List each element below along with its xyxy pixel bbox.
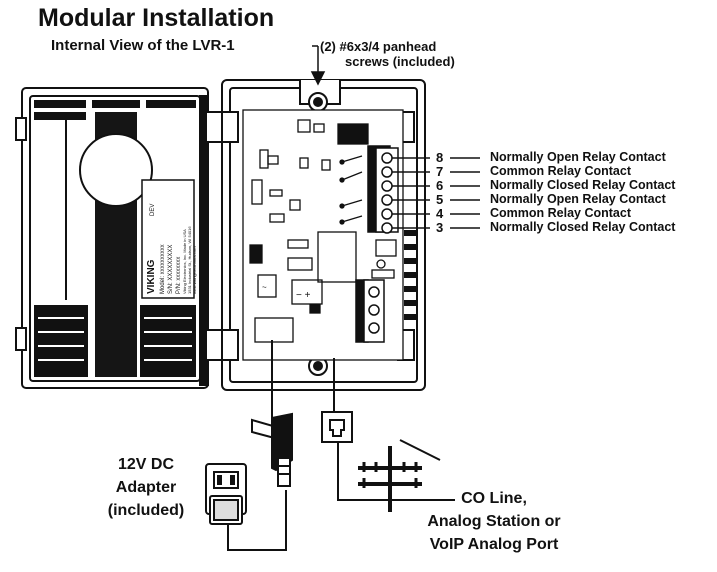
terminal-leader-lines: [392, 157, 480, 229]
svg-text:~: ~: [262, 283, 267, 292]
sticker-address: 1531 Industrial St., Hudson, WI 54016: [187, 226, 192, 294]
brand-logo: VIKING: [146, 259, 157, 294]
enclosure-door: [15, 87, 225, 389]
sticker-web: www.vikingelectronics.com: [192, 246, 197, 294]
page-title: Modular Installation: [38, 4, 275, 32]
line-label-line2: Analog Station or: [427, 513, 561, 530]
terminal-number-6: 6: [436, 178, 444, 193]
terminal-number-8: 8: [436, 150, 444, 165]
terminal-number-4: 4: [436, 206, 444, 221]
rj11-plug: [321, 411, 353, 443]
terminal-number-3: 3: [436, 220, 444, 235]
adapter-label-line2: Adapter: [115, 479, 177, 496]
wall-outlet: [205, 463, 247, 525]
terminal-label-4: Common Relay Contact: [490, 206, 631, 220]
page-subtitle: Internal View of the LVR-1: [51, 37, 235, 54]
power-cable: [227, 340, 287, 551]
sticker-sn: S/N: XXXXXXXXX: [168, 245, 174, 294]
dc-plug: [251, 412, 293, 487]
terminal-block: [367, 145, 399, 234]
label-sticker: VIKING Model: xxxxxxxxxx S/N: XXXXXXXXX …: [146, 204, 197, 294]
terminal-label-8: Normally Open Relay Contact: [490, 150, 666, 164]
telephone-pole: [340, 439, 455, 512]
line-label-line1: CO Line,: [461, 490, 527, 507]
terminal-number-7: 7: [436, 164, 444, 179]
sticker-company: Viking Electronics, Inc. Made in USA: [182, 229, 187, 294]
sticker-model: Model: xxxxxxxxxx: [160, 244, 166, 294]
svg-text:− +: − +: [296, 290, 311, 301]
sticker-pn: P/N: xxxxxxxx: [176, 257, 182, 294]
sticker-dev: DEV: [150, 204, 156, 216]
terminal-label-6: Normally Closed Relay Contact: [490, 178, 676, 192]
adapter-label-line1: 12V DC: [117, 456, 175, 473]
terminal-label-5: Normally Open Relay Contact: [490, 192, 666, 206]
screws-callout-line1: (2) #6x3/4 panhead: [320, 39, 437, 54]
terminal-number-5: 5: [436, 192, 444, 207]
line-terminal-block: [355, 279, 385, 343]
terminal-label-7: Common Relay Contact: [490, 164, 631, 178]
adapter-label-line3: (included): [107, 502, 185, 519]
screws-callout-line2: screws (included): [345, 54, 455, 69]
line-label-line3: VoIP Analog Port: [429, 536, 559, 553]
terminal-label-3: Normally Closed Relay Contact: [490, 220, 676, 234]
callout-lines: [310, 45, 326, 86]
